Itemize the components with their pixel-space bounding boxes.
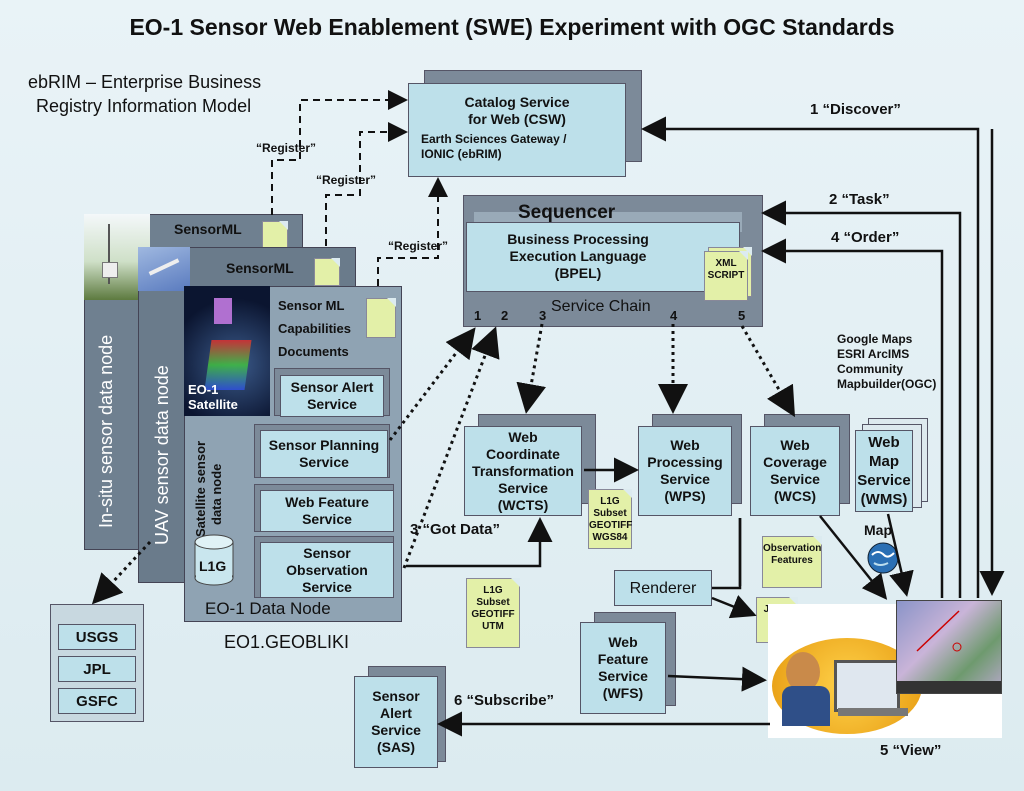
eo1-satellite-image [184, 286, 270, 416]
sequencer-title: Sequencer [518, 202, 616, 223]
port-3: 3 [539, 308, 547, 323]
insitu-sensorml-label: SensorML [174, 221, 242, 237]
web-feature-service-box[interactable]: Web Feature Service [260, 490, 394, 532]
renderer-box[interactable]: Renderer [614, 570, 712, 606]
l1g-wgs84-doc: L1G Subset GEOTIFF WGS84 [588, 489, 632, 549]
bpel-box[interactable]: Business Processing Execution Language (… [466, 222, 740, 292]
org-gsfc[interactable]: GSFC [58, 688, 136, 714]
register-label-2: “Register” [316, 173, 377, 187]
wcs-box[interactable]: Web Coverage Service (WCS) [750, 426, 840, 516]
geobliki-label: EO1.GEOBLIKI [224, 632, 350, 652]
register-label-1: “Register” [256, 141, 317, 155]
port-5: 5 [738, 308, 746, 323]
step-order: 4 “Order” [831, 229, 900, 246]
observation-features-doc: Observation Features [762, 536, 822, 588]
port-4: 4 [670, 308, 678, 323]
map-label: Map [864, 522, 892, 538]
port-1: 1 [474, 308, 482, 323]
sensor-planning-service-box[interactable]: Sensor Planning Service [260, 430, 388, 478]
step-task: 2 “Task” [829, 191, 890, 208]
step-got-data: 3 “Got Data” [410, 521, 501, 538]
map-display-image [896, 600, 1002, 694]
step-view: 5 “View” [880, 742, 942, 759]
page-title: EO-1 Sensor Web Enablement (SWE) Experim… [129, 14, 895, 40]
uav-sensorml-label: SensorML [226, 260, 294, 276]
xml-script-doc[interactable]: XML SCRIPT [704, 251, 748, 301]
sensor-observation-service-box[interactable]: Sensor Observation Service [260, 542, 394, 598]
sensor-alert-service-box[interactable]: Sensor Alert Service [280, 375, 384, 417]
wcts-box[interactable]: Web Coordinate Transformation Service (W… [464, 426, 582, 516]
port-2: 2 [501, 308, 509, 323]
insitu-sensorml-doc [262, 221, 288, 251]
service-chain-label: Service Chain [551, 298, 651, 315]
wps-box[interactable]: Web Processing Service (WPS) [638, 426, 732, 516]
org-usgs[interactable]: USGS [58, 624, 136, 650]
sas-box[interactable]: Sensor Alert Service (SAS) [354, 676, 438, 768]
capabilities-label: Sensor ML Capabilities Documents [278, 298, 351, 359]
capabilities-doc [366, 298, 396, 338]
ebrim-note: ebRIM – Enterprise Business Registry Inf… [28, 72, 262, 116]
l1g-utm-doc: L1G Subset GEOTIFF UTM [466, 578, 520, 648]
register-label-3: “Register” [388, 239, 449, 253]
eo1-satellite-label: EO-1 Satellite [188, 382, 238, 412]
l1g-label: L1G [199, 558, 227, 574]
org-jpl[interactable]: JPL [58, 656, 136, 682]
wfs-box[interactable]: Web Feature Service (WFS) [580, 622, 666, 714]
step-subscribe: 6 “Subscribe” [454, 692, 555, 709]
step-discover: 1 “Discover” [810, 101, 901, 118]
wms-box[interactable]: Web Map Service (WMS) [855, 430, 913, 512]
l1g-database-icon [194, 534, 234, 586]
eo1-data-node-label: EO-1 Data Node [205, 599, 331, 618]
map-clients-list: Google Maps ESRI ArcIMS Community Mapbui… [837, 332, 937, 391]
uav-photo [138, 247, 190, 291]
csw-box[interactable]: Catalog Service for Web (CSW) Earth Scie… [408, 83, 626, 177]
csw-subtitle: Earth Sciences Gateway / IONIC (ebRIM) [421, 132, 567, 161]
uav-sensorml-doc [314, 258, 340, 286]
